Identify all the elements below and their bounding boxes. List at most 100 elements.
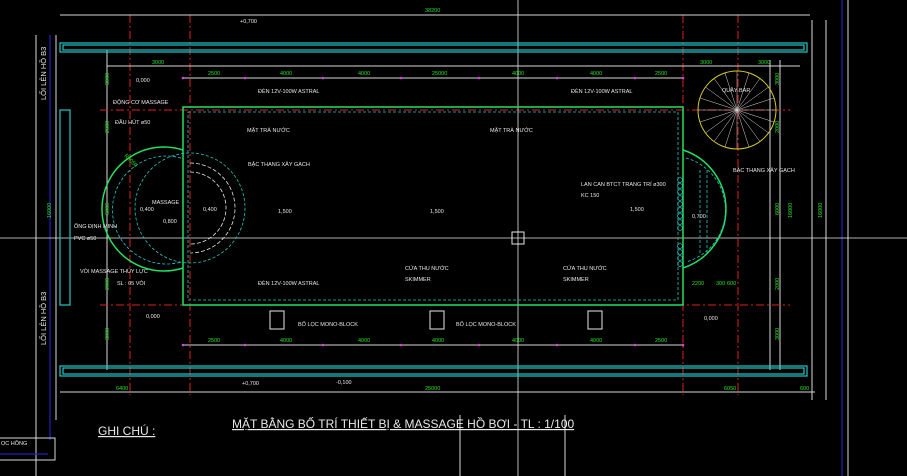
dim-right: 2000 [775, 121, 781, 133]
stair-tread [736, 109, 775, 123]
label: ỐNG ĐỊNH MINH [74, 223, 117, 230]
level-mark: 0,800 [163, 219, 177, 225]
label: CỬA THU NƯỚC [405, 265, 449, 272]
label: SKIMMER [405, 277, 431, 283]
stair-tread [705, 86, 738, 111]
corner-text: ỌC HỒNG [1, 440, 27, 447]
dim-top-row1: 3000 [700, 60, 712, 66]
railing-post [677, 255, 683, 261]
label: ĐẦU HÚT ø50 [115, 119, 150, 126]
dim-left: 3000 [105, 328, 111, 340]
label: LAN CAN BTCT TRANG TRÍ ø300 [581, 181, 666, 188]
boundary-walls [59, 42, 808, 377]
level-mark: 0,700 [692, 214, 706, 220]
stair-tread [736, 109, 750, 148]
stair-tread [699, 97, 738, 111]
dim-label: 25000 [432, 71, 447, 77]
label: KC 150 [581, 193, 599, 199]
railing-post [677, 249, 683, 255]
railing-post [677, 225, 683, 231]
dim-left: 2000 [105, 278, 111, 290]
railing-post [677, 189, 683, 195]
dim-label: 4000 [590, 338, 602, 344]
railing-post [677, 243, 683, 249]
dim-label: 4000 [512, 71, 524, 77]
dim-tick [633, 76, 637, 80]
stair-tread [736, 72, 750, 111]
level-mark: 0,000 [704, 316, 718, 322]
stair-tread [699, 109, 738, 123]
dim-top-row1: 3000 [152, 60, 164, 66]
dim-tick [555, 76, 559, 80]
dim-tick [399, 343, 403, 347]
level-mark: 1,500 [278, 209, 292, 215]
dim-left-total: 16000 [47, 203, 53, 218]
dim-tick [477, 76, 481, 80]
dim-tick [681, 76, 685, 80]
dim-label: 4000 [512, 338, 524, 344]
dim-right: 2000 [775, 278, 781, 290]
dim-tick [399, 76, 403, 80]
railing-post [677, 177, 683, 183]
dim-right: 6000 [775, 203, 781, 215]
stair-tread [724, 72, 738, 111]
side-label: LỐI LÊN HỒ B3 [38, 292, 48, 345]
railing-post [677, 207, 683, 213]
dim-top-total: 38200 [425, 8, 440, 14]
grid-lines [0, 0, 849, 476]
stair-tread [713, 109, 738, 142]
label: ĐỘNG CƠ MASSAGE [113, 99, 169, 106]
dim-label: 4000 [280, 338, 292, 344]
label: BẬC THANG XÂY GẠCH [248, 161, 310, 168]
stair-tread [736, 109, 761, 142]
railing-post [677, 201, 683, 207]
label: SKIMMER [563, 277, 589, 283]
dim-label: 2500 [655, 338, 667, 344]
dim-right: 3000 [775, 328, 781, 340]
label: MẶT TRÀ NƯỚC [247, 127, 290, 134]
label: ĐÈN 12V-100W ASTRAL [258, 88, 319, 95]
dim-right-total: 16000 [788, 203, 794, 218]
dim-tick [555, 343, 559, 347]
dim-bottom: 25000 [425, 386, 440, 392]
dim-tick [243, 343, 247, 347]
dim-label: 2500 [655, 71, 667, 77]
dim-label: 4000 [280, 71, 292, 77]
dim-bottom: 600 [800, 386, 809, 392]
railing-post [677, 261, 683, 267]
stair-tread [736, 86, 769, 111]
label: PVC ø50 [74, 236, 96, 242]
label: CỬA THU NƯỚC [563, 265, 607, 272]
level-mark: +0,700 [242, 381, 259, 387]
dim-label: 2500 [208, 71, 220, 77]
dim-label: 4000 [590, 71, 602, 77]
dim-top-row1: 3000 [758, 60, 770, 66]
level-mark: 1,500 [630, 207, 644, 213]
label: BẬC THANG XÂY GẠCH [733, 167, 795, 174]
level-mark: 0,000 [146, 314, 160, 320]
dim-tick [633, 343, 637, 347]
filter-units [269, 310, 603, 330]
label: MASSAGE [152, 200, 180, 206]
label: VÒI MASSAGE THỦY LỰC [80, 268, 148, 275]
dim-small: 600 [727, 281, 736, 287]
stair-tread [724, 109, 738, 148]
label: ĐÈN 12V-100W ASTRAL [258, 280, 319, 287]
dim-right: 3000 [775, 73, 781, 85]
dim-tick [321, 76, 325, 80]
railing-post [677, 219, 683, 225]
stair-tread [713, 78, 738, 111]
pool-outline [101, 106, 727, 306]
stair-tread [705, 109, 738, 134]
stair-tread [736, 78, 761, 111]
dim-right-total: 16000 [818, 203, 824, 218]
dim-label: 4000 [358, 338, 370, 344]
railing-post [677, 183, 683, 189]
dim-tick [243, 76, 247, 80]
side-label: LỐI LÊN HỒ B3 [38, 47, 48, 100]
dim-label: 2500 [208, 338, 220, 344]
dim-label: 4000 [358, 71, 370, 77]
label: QUẦY BAR [722, 87, 750, 94]
